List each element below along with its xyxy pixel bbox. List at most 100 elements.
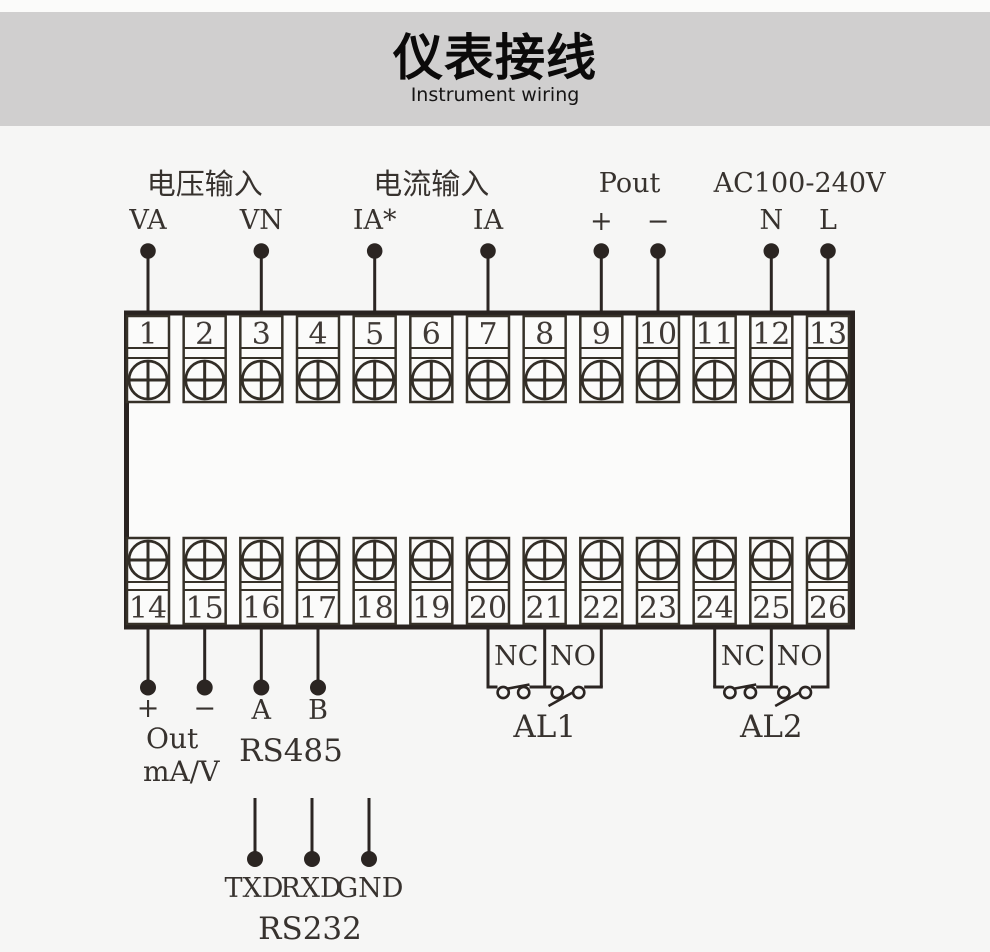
connection-dot-icon [304, 851, 320, 867]
contact-circle-icon [516, 685, 531, 700]
terminal-number: 19 [412, 591, 450, 626]
terminal-number: 5 [365, 317, 384, 352]
terminal-number: 4 [308, 317, 327, 352]
page-subtitle: Instrument wiring [410, 83, 580, 106]
contact-circle-icon [798, 685, 813, 700]
connection-dot-icon [820, 243, 836, 259]
screw-icon [524, 359, 566, 401]
terminal-number: 1 [138, 317, 157, 352]
screw-icon [637, 539, 679, 581]
screw-icon [184, 539, 226, 581]
screw-icon [184, 359, 226, 401]
terminal-number: 3 [252, 317, 271, 352]
terminal-number: 22 [582, 591, 620, 626]
screw-icon [240, 359, 282, 401]
terminal-cell: 16 [239, 536, 284, 626]
terminal-number: 21 [526, 591, 564, 626]
terminal-number: 16 [242, 591, 280, 626]
screw-icon [694, 359, 736, 401]
pin-label-vn: VN [239, 205, 283, 236]
connection-dot-icon [366, 243, 383, 259]
connection-dot-icon [253, 679, 270, 696]
terminal-cell: 14 [125, 536, 171, 626]
screw-icon [580, 539, 622, 581]
terminal-cell: 18 [352, 536, 397, 626]
terminal-number: 9 [592, 317, 611, 352]
label-rs485: RS485 [239, 733, 343, 769]
contact-circle-icon [550, 685, 565, 700]
bottom-left-wires [140, 627, 326, 696]
pin-label-out-plus: + [137, 693, 160, 724]
terminal-cell: 2 [182, 314, 227, 404]
terminal-cell: 5 [352, 314, 397, 404]
label-out: Out [146, 722, 199, 755]
top-wires [140, 243, 836, 315]
screw-icon [127, 539, 169, 581]
pin-label-txd: TXD [225, 873, 284, 904]
terminal-number: 17 [299, 591, 337, 626]
terminal-number: 24 [696, 591, 734, 626]
connection-dot-icon [361, 851, 377, 867]
screw-icon [694, 539, 736, 581]
contact-circle-icon [743, 685, 758, 700]
terminal-cell: 6 [409, 314, 454, 404]
label-rs232: RS232 [258, 911, 362, 947]
pin-label-l: L [819, 205, 837, 236]
alarm2-label: AL2 [739, 709, 803, 745]
contact-circle-icon [777, 685, 791, 700]
screw-icon [410, 359, 452, 401]
pin-label-gnd: GND [337, 873, 404, 904]
terminal-cell: 20 [465, 536, 511, 626]
terminal-number: 11 [696, 317, 734, 352]
screw-icon [354, 539, 396, 581]
connection-dot-icon [253, 243, 270, 259]
connection-dot-icon [650, 243, 666, 259]
pin-label-ia: IA [473, 205, 504, 236]
pin-label-pout-plus: + [590, 206, 613, 237]
connection-dot-icon [196, 679, 213, 696]
connection-dot-icon [480, 243, 496, 259]
no-label: NO [550, 641, 596, 672]
terminal-cell: 3 [239, 314, 284, 404]
screw-icon [807, 359, 849, 401]
connection-dot-icon [140, 679, 156, 696]
terminal-number: 15 [186, 591, 224, 626]
contact-circle-icon [723, 685, 737, 700]
pin-label-rs485-b: B [308, 695, 328, 726]
terminal-cell: 7 [465, 314, 511, 404]
screw-icon [467, 359, 509, 401]
screw-icon [750, 539, 792, 581]
rs232-cable: TXD RXD GND RS232 [225, 798, 404, 947]
title-banner: 仪表接线 Instrument wiring [0, 12, 990, 126]
screw-icon [750, 359, 792, 401]
group-label-pout: Pout [599, 168, 661, 199]
terminal-number: 14 [129, 591, 167, 626]
terminal-cell: 13 [805, 314, 851, 404]
label-ma-v: mA/V [143, 755, 220, 788]
group-label-current-input: 电流输入 [373, 167, 489, 201]
terminal-cell: 1 [125, 314, 171, 404]
connection-dot-icon [310, 679, 326, 696]
terminal-cell: 4 [295, 314, 341, 404]
screw-icon [127, 359, 169, 401]
connection-dot-icon [140, 243, 156, 259]
terminal-number: 12 [752, 317, 790, 352]
terminal-cell: 24 [692, 536, 737, 626]
screw-icon [240, 539, 282, 581]
alarm1-relay: NC NO AL1 [486, 627, 603, 745]
screw-icon [297, 359, 339, 401]
pin-label-rs485-a: A [251, 695, 272, 726]
group-label-voltage-input: 电压输入 [147, 167, 263, 201]
pin-label-va: VA [128, 205, 167, 236]
terminal-cell: 11 [692, 314, 737, 404]
terminal-number: 8 [535, 317, 554, 352]
pin-label-out-minus: − [193, 693, 216, 724]
group-label-ac-supply: AC100-240V [713, 168, 886, 199]
screw-icon [467, 539, 509, 581]
terminal-number: 6 [422, 317, 441, 352]
terminal-cell: 21 [522, 536, 567, 626]
terminal-cell: 15 [182, 536, 227, 626]
